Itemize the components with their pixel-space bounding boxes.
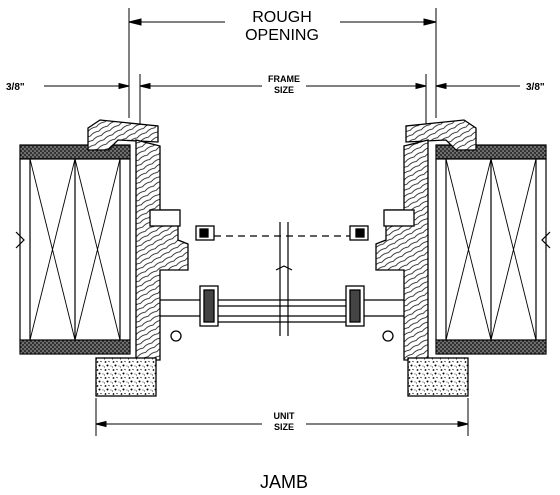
left-offset-dimension	[44, 82, 130, 90]
center-glazing	[214, 222, 350, 336]
right-offset-label: 3/8"	[526, 82, 545, 93]
rough-opening-label-1: ROUGH	[252, 9, 312, 26]
unit-size-dimension	[95, 398, 469, 436]
right-frame-section	[345, 119, 477, 397]
rough-opening-label-2: OPENING	[245, 27, 319, 44]
left-offset-label: 3/8"	[6, 82, 25, 93]
frame-size-label-1: FRAME	[268, 74, 300, 84]
frame-size-label-2: SIZE	[274, 85, 294, 95]
rough-opening-dimension	[128, 8, 437, 118]
unit-size-label-1: UNIT	[274, 411, 295, 421]
drawing-caption: JAMB	[260, 472, 308, 492]
unit-size-label-2: SIZE	[274, 422, 294, 432]
right-wall	[435, 144, 551, 355]
right-offset-dimension	[435, 82, 520, 90]
left-frame-section	[87, 119, 219, 397]
left-wall	[15, 144, 131, 355]
